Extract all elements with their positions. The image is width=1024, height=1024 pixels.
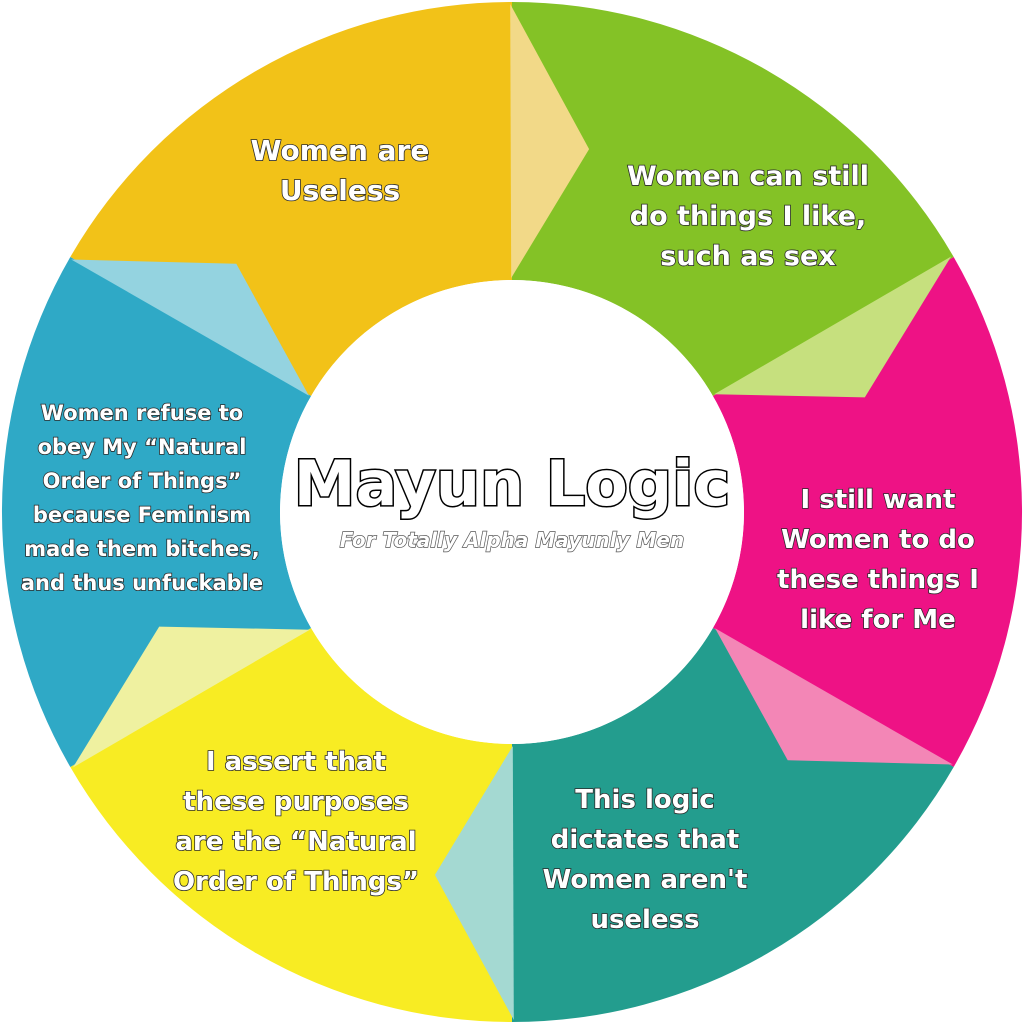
center-circle — [280, 280, 744, 744]
label-dictates-line: This logic — [575, 785, 714, 815]
label-want-line: these things I — [777, 565, 979, 595]
arrow-sex — [714, 256, 952, 398]
label-sex-line: do things I like, — [630, 201, 866, 232]
label-natural-line: I assert that — [206, 747, 386, 777]
label-want-line: I still want — [801, 485, 956, 515]
label-useless-line: Useless — [280, 174, 400, 207]
label-refuse-line: Women refuse to — [41, 401, 243, 425]
label-refuse-line: Order of Things” — [43, 469, 242, 493]
label-sex-line: Women can still — [627, 161, 869, 192]
label-natural-line: Order of Things” — [173, 867, 419, 897]
diagram-subtitle: For Totally Alpha Mayunly Men — [340, 528, 684, 552]
label-refuse-line: and thus unfuckable — [21, 571, 263, 595]
diagram-title: Mayun Logic — [294, 447, 730, 520]
label-natural-line: are the “Natural — [175, 827, 416, 857]
segment-sex — [512, 1, 954, 396]
arrows-layer — [71, 4, 953, 1020]
label-want-line: like for Me — [800, 605, 956, 635]
label-natural: I assert that these purposes are the “Natu… — [173, 747, 419, 897]
label-refuse-line: made them bitches, — [24, 537, 259, 561]
label-refuse-line: obey My “Natural — [38, 435, 247, 459]
label-useless-line: Women are — [251, 134, 430, 167]
label-sex: Women can still do things I like, such as … — [627, 161, 869, 272]
segment-natural — [70, 628, 513, 1023]
arrow-want — [715, 628, 953, 765]
arrow-useless — [510, 4, 590, 278]
label-dictates-line: Women aren't — [543, 865, 748, 895]
arrow-natural — [72, 626, 310, 768]
label-dictates-line: useless — [590, 905, 699, 935]
label-dictates-line: dictates that — [551, 825, 739, 855]
arrow-refuse — [71, 259, 309, 396]
arrow-dictates — [434, 746, 514, 1020]
label-want-line: Women to do — [781, 525, 975, 555]
label-natural-line: these purposes — [183, 787, 409, 817]
label-sex-line: such as sex — [660, 241, 835, 272]
label-refuse-line: because Feminism — [33, 503, 251, 527]
